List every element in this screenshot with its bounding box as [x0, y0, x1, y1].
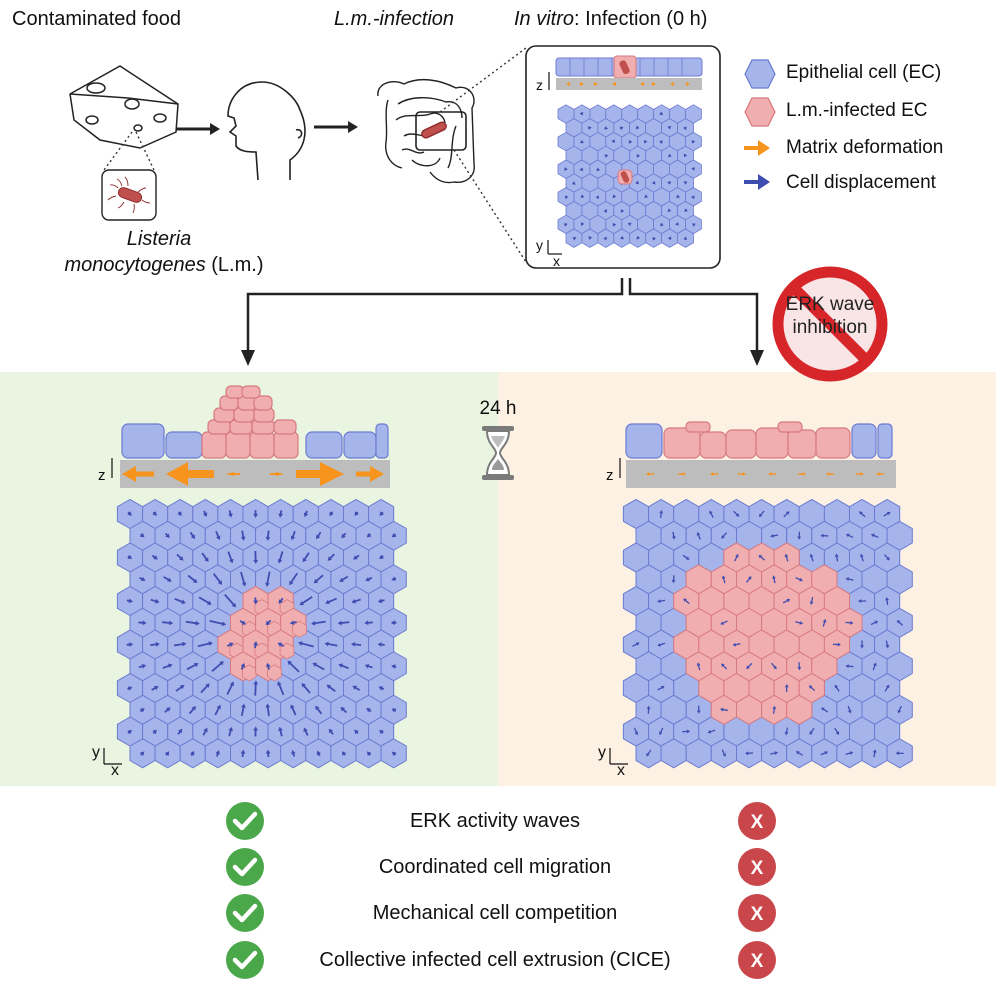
right-cross-section: z — [606, 421, 896, 488]
summary-label: ERK activity waves — [409, 810, 581, 832]
inset-x-label: x — [553, 253, 560, 269]
label-in-vitro: In vitro: Infection (0 h) — [514, 8, 707, 31]
summary-row-cice: Collective infected cell extrusion (CICE… — [0, 940, 996, 980]
cross-symbol: X — [751, 951, 764, 972]
legend-label-matrix: Matrix deformation — [786, 137, 944, 158]
check-icon — [226, 802, 264, 840]
check-icon — [226, 941, 264, 979]
label-in-vitro-italic: In vitro — [514, 8, 575, 30]
right-xy-axes — [609, 748, 628, 765]
left-y-label: y — [92, 744, 100, 761]
legend-label-infected: L.m.-infected EC — [786, 100, 928, 121]
inset-z-label: z — [536, 77, 543, 93]
bacterium-icon — [101, 169, 157, 221]
flow-arrow-2 — [314, 121, 358, 133]
cross-icon: X — [738, 848, 776, 886]
label-listeria-species: monocytogenes (L.m.) — [44, 254, 284, 277]
inset-cross-section — [555, 55, 703, 90]
inset-hex-mesh — [557, 104, 702, 248]
cross-symbol: X — [751, 858, 764, 879]
check-icon — [226, 894, 264, 932]
summary-label: Mechanical cell competition — [372, 902, 618, 924]
inset-axes — [547, 72, 562, 255]
label-in-vitro-rest: : Infection (0 h) — [574, 8, 708, 30]
cross-icon: X — [738, 894, 776, 932]
right-hex-mesh — [622, 498, 913, 769]
prohibition-sign-icon — [772, 266, 888, 382]
top-illustration: z y x — [69, 45, 721, 269]
left-matrix-arrows — [122, 462, 384, 486]
cheese-icon — [69, 65, 179, 149]
label-contaminated-food: Contaminated food — [12, 8, 182, 30]
check-icon — [226, 848, 264, 886]
cross-icon: X — [738, 802, 776, 840]
svg-text:z: z — [606, 467, 614, 484]
branch-connector — [241, 278, 764, 366]
time-label: 24 h — [479, 398, 517, 419]
legend-ec-icon — [744, 59, 776, 89]
legend-icons — [744, 59, 776, 190]
legend-label-ec: Epithelial cell (EC) — [786, 62, 942, 83]
summary-label: Collective infected cell extrusion (CICE… — [319, 949, 671, 971]
human-head-icon — [227, 81, 306, 181]
legend-displacement-arrow-icon — [744, 174, 770, 190]
inhibition-label-line1: ERK wave — [785, 294, 875, 315]
summary-row-competition: Mechanical cell competition X — [0, 893, 996, 933]
label-lm-infection: L.m.-infection — [334, 8, 455, 30]
left-xy-axes — [103, 748, 122, 765]
legend-infected-icon — [744, 97, 776, 127]
cross-symbol: X — [751, 812, 764, 833]
label-lm-abbrev: (L.m.) — [205, 254, 264, 276]
label-monocytogenes: monocytogenes — [64, 254, 206, 276]
right-y-label: y — [598, 744, 606, 761]
right-x-label: x — [617, 762, 625, 779]
summary-row-erk: ERK activity waves X — [0, 801, 996, 841]
inset-y-label: y — [536, 237, 543, 253]
svg-text:z: z — [98, 467, 106, 484]
left-cross-section: z — [98, 385, 390, 488]
right-matrix-arrows — [646, 472, 884, 476]
cross-symbol: X — [751, 904, 764, 925]
intestine-icon — [377, 78, 475, 184]
summary-label: Coordinated cell migration — [378, 856, 612, 878]
left-x-label: x — [111, 762, 119, 779]
cross-icon: X — [738, 941, 776, 979]
label-listeria: Listeria — [126, 228, 192, 250]
inhibition-label-line2: inhibition — [792, 317, 868, 338]
hourglass-icon — [482, 426, 514, 480]
left-hex-mesh — [116, 498, 407, 769]
legend-label-displacement: Cell displacement — [786, 172, 936, 193]
flow-arrow-1 — [176, 123, 220, 135]
summary-row-migration: Coordinated cell migration X — [0, 847, 996, 887]
legend-matrix-arrow-icon — [744, 140, 770, 156]
